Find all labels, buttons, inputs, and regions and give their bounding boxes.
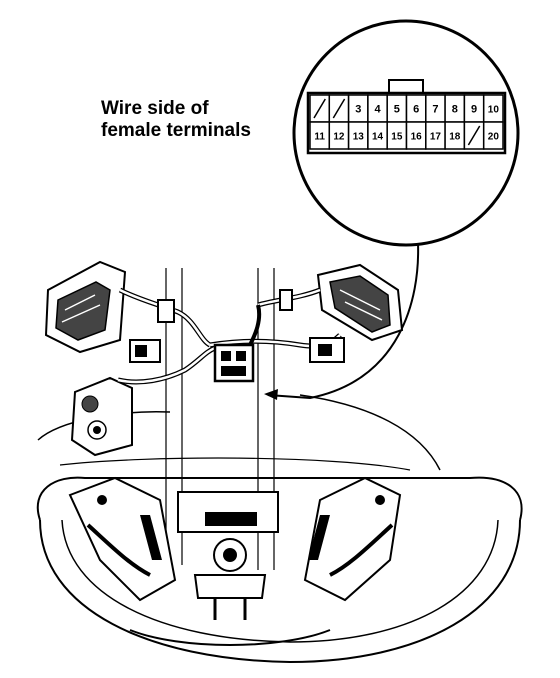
- connector-cells: 3 4 5 6 7 8 9 10 11 12 13 14 15 16 17 18 20: [309, 94, 504, 150]
- terminal-number: 17: [430, 132, 442, 143]
- wire-side-label: Wire side of female terminals: [101, 98, 251, 142]
- connector-cavity: [482, 121, 504, 150]
- terminal-number: 14: [372, 132, 384, 143]
- harness-connector-d: [279, 289, 293, 311]
- harness-connector-a: [157, 299, 175, 323]
- terminal-number: 12: [333, 132, 345, 143]
- leader-line: [267, 242, 420, 400]
- terminal-number: 16: [411, 132, 423, 143]
- terminal-number: 10: [488, 105, 500, 116]
- wheel-spoke-body: [68, 476, 402, 646]
- terminal-number: 8: [452, 104, 458, 116]
- terminal-number: 7: [432, 104, 438, 116]
- wheel-rim-outer: [39, 519, 521, 664]
- terminal-number: 20: [488, 132, 500, 143]
- wheel-hub-top: [36, 476, 523, 521]
- terminal-number: 15: [391, 132, 403, 143]
- terminal-number: 11: [314, 132, 325, 143]
- leader-arrowhead: [264, 389, 278, 400]
- right-switch: [316, 263, 404, 342]
- left-lower-switch: [70, 376, 133, 457]
- terminal-number: 9: [471, 104, 477, 116]
- terminal-number: 13: [353, 132, 365, 143]
- empty-cavity-slash: [313, 98, 326, 119]
- left-upper-switch: [44, 260, 127, 354]
- wheel-rim-inner: [61, 519, 499, 643]
- harness-boundary-line: [59, 457, 411, 471]
- terminal-number: 5: [394, 104, 400, 116]
- connector-face: 3 4 5 6 7 8 9 10 11 12 13 14 15 16 17 18 20: [306, 79, 507, 155]
- empty-cavity-slash: [467, 125, 481, 146]
- rim-arc-right: [299, 394, 441, 471]
- terminal-number: 18: [449, 132, 461, 143]
- terminal-number: 3: [355, 104, 361, 116]
- terminal-number: 6: [413, 104, 419, 116]
- empty-cavity-slash: [332, 98, 346, 119]
- label-line-2: female terminals: [101, 120, 251, 141]
- label-line-1: Wire side of: [101, 98, 209, 119]
- terminal-number: 4: [374, 104, 381, 116]
